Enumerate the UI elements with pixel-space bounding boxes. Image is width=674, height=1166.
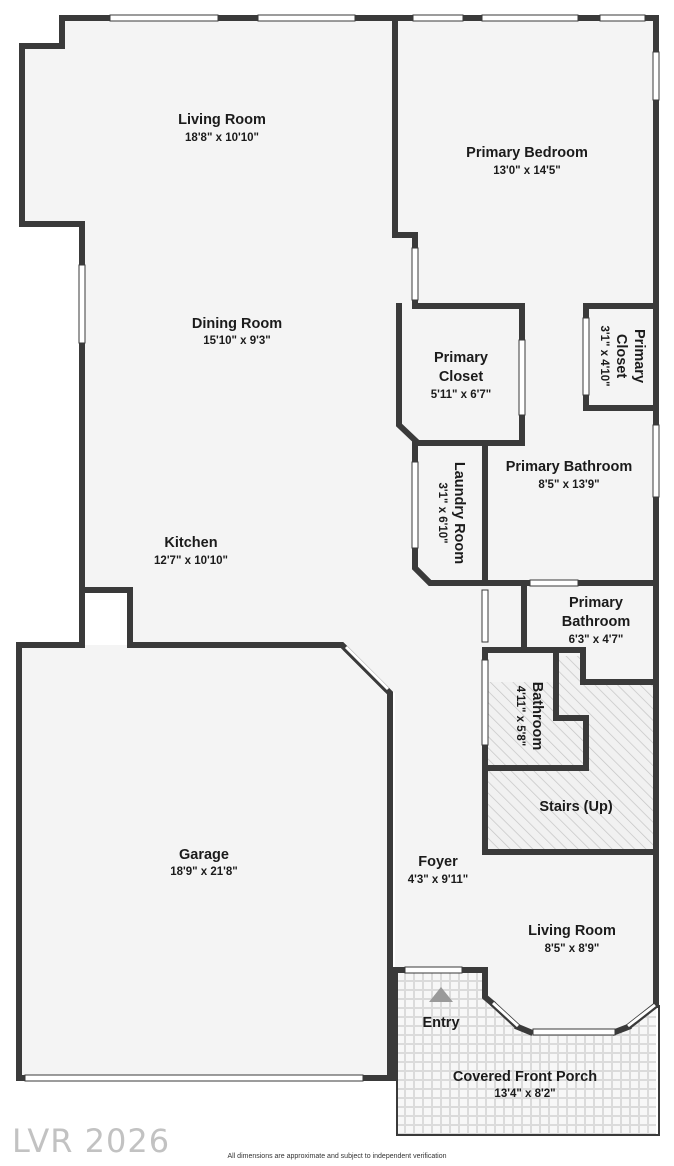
- watermark: LVR 2026: [12, 1122, 171, 1160]
- room-name: Living Room: [178, 112, 266, 128]
- room-name: Living Room: [528, 923, 616, 939]
- room-name: Stairs (Up): [539, 799, 612, 815]
- windows: [24, 14, 660, 1082]
- room-name: Bathroom: [529, 682, 545, 750]
- room-name: Entry: [422, 1015, 459, 1031]
- porch-outline: [396, 970, 660, 1136]
- room-name: Covered Front Porch: [453, 1069, 597, 1085]
- room-name: Kitchen: [164, 535, 217, 551]
- room-dims: 4'3" x 9'11": [408, 874, 469, 886]
- room-name: Primary Bedroom: [466, 145, 588, 161]
- room-dims: 12'7" x 10'10": [154, 555, 228, 567]
- room-name: Primary: [569, 595, 623, 611]
- room-dims: 18'9" x 21'8": [170, 866, 238, 878]
- room-dims: 18'8" x 10'10": [185, 132, 259, 144]
- entry-arrow-icon: [429, 987, 453, 1002]
- room-dims: 6'3" x 4'7": [569, 634, 624, 646]
- room-dims: 4'11" x 5'8": [514, 686, 526, 747]
- room-dims: 5'11" x 6'7": [431, 389, 492, 401]
- disclaimer: All dimensions are approximate and subje…: [227, 1153, 447, 1160]
- room-dims: 8'5" x 13'9": [538, 479, 599, 491]
- room-name: Foyer: [418, 854, 458, 870]
- room-name: Bathroom: [562, 614, 630, 630]
- room-name: Closet: [439, 369, 483, 385]
- walls: [16, 15, 659, 1081]
- room-labels: Living Room 18'8" x 10'10" Primary Bedro…: [154, 112, 647, 1100]
- room-name: Dining Room: [192, 316, 282, 332]
- room-name: Primary: [434, 350, 488, 366]
- room-name: Primary Bathroom: [506, 459, 633, 475]
- stairs-hatch-small: [556, 656, 583, 716]
- room-dims: 13'0" x 14'5": [493, 165, 561, 177]
- room-name: Closet: [613, 334, 629, 378]
- room-dims: 13'4" x 8'2": [494, 1088, 555, 1100]
- room-name: Primary: [631, 329, 647, 383]
- room-dims: 15'10" x 9'3": [203, 335, 271, 347]
- porch-tile-pattern: [397, 970, 656, 1135]
- floor-fills: [19, 18, 656, 1135]
- room-dims: 8'5" x 8'9": [545, 943, 600, 955]
- room-name: Laundry Room: [451, 462, 467, 564]
- room-name: Garage: [179, 847, 229, 863]
- room-dims: 3'1" x 6'10": [436, 482, 448, 543]
- room-dims: 3'1" x 4'10": [598, 325, 610, 386]
